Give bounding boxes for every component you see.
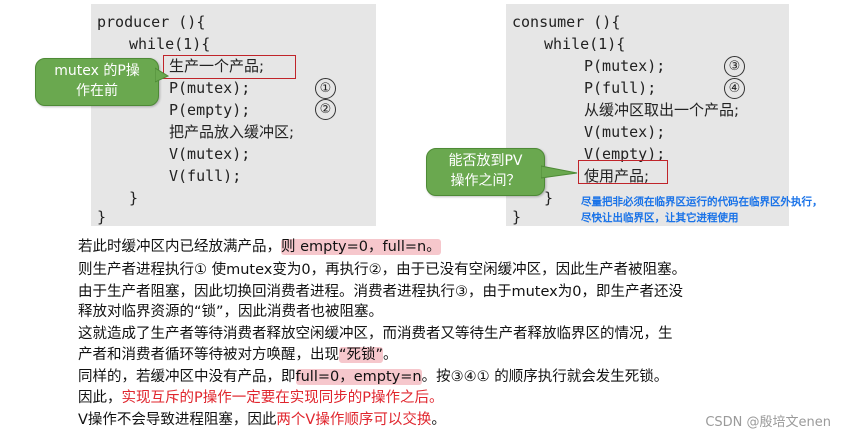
blue-note: 尽量把非必须在临界区运行的代码在临界区外执行， 尽快让出临界区，让其它进程使用 (581, 194, 823, 226)
callout-pointer (155, 67, 169, 83)
paragraph-line: 释放对临界资源的“锁”，因此消费者也被阻塞。 (78, 304, 384, 320)
paragraph-line: 同样的，若缓冲区中没有产品，即full=0，empty=n。按③④① 的顺序执行… (78, 369, 669, 385)
paragraph-line: 产者和消费者循环等待被对方唤醒，出现“死锁”。 (78, 347, 398, 363)
code-line: V(full); (169, 167, 242, 185)
highlight-box (163, 55, 296, 79)
producer-code-box: producer (){ while(1){ 生产一个产品; P(mutex);… (91, 4, 376, 226)
callout-line: mutex 的P操 (54, 63, 140, 79)
paragraph-line: V操作不会导致进程阻塞，因此两个V操作顺序可以交换。 (78, 412, 446, 428)
callout-line: 作在前 (76, 83, 118, 99)
paragraph-line: 若此时缓冲区内已经放满产品，则 empty=0，full=n。 (78, 239, 441, 255)
note-line: 尽量把非必须在临界区运行的代码在临界区外执行， (581, 196, 823, 208)
paragraph-line: 由于生产者阻塞，因此切换回消费者进程。消费者进程执行③，由于mutex为0，即生… (78, 284, 683, 300)
step-marker: ② (315, 99, 336, 120)
code-line: 生产一个产品; (169, 57, 265, 75)
code-line: 把产品放入缓冲区; (169, 123, 295, 141)
code-line: producer (){ (97, 13, 206, 31)
code-line: 从缓冲区取出一个产品; (584, 101, 740, 119)
red-conclusion: 两个V操作顺序可以交换 (276, 412, 432, 428)
code-line: consumer (){ (512, 13, 621, 31)
watermark: CSDN @殷培文enen (705, 415, 831, 430)
pv-question-callout: 能否放到PV 操作之间？ (426, 148, 545, 196)
deadlock-highlight: “死锁” (339, 347, 384, 363)
paragraph-line: 这就造成了生产者等待消费者释放空闲缓冲区，而消费者又等待生产者释放临界区的情况，… (78, 326, 673, 342)
consumer-code-box: consumer (){ while(1){ P(mutex); P(full)… (506, 4, 789, 226)
code-line: } (129, 189, 139, 207)
code-line: P(empty); (169, 101, 251, 119)
paragraph-line: 则生产者进程执行① 使mutex变为0，再执行②，由于已没有空闲缓冲区，因此生产… (78, 262, 687, 278)
code-line: V(empty); (584, 145, 666, 163)
red-conclusion: 实现互斥的P操作一定要在实现同步的P操作之后。 (121, 390, 444, 406)
step-marker: ① (315, 78, 336, 99)
code-line: P(mutex); (584, 57, 666, 75)
code-line: P(full); (584, 79, 657, 97)
code-line: V(mutex); (584, 123, 666, 141)
step-marker: ④ (724, 78, 745, 99)
callout-line: 操作之间？ (450, 173, 521, 189)
paragraph-line: 因此，实现互斥的P操作一定要在实现同步的P操作之后。 (78, 390, 444, 406)
callout-line: 能否放到PV (448, 153, 523, 169)
code-line: 使用产品; (584, 167, 650, 185)
code-line: P(mutex); (169, 79, 251, 97)
note-line: 尽快让出临界区，让其它进程使用 (581, 212, 739, 224)
highlight-box (578, 160, 668, 184)
code-line: } (97, 208, 107, 226)
code-line: } (512, 208, 522, 226)
highlight-condition: full=0，empty=n (295, 369, 422, 385)
code-line: while(1){ (544, 35, 626, 53)
code-line: while(1){ (129, 35, 211, 53)
highlight-condition: 则 empty=0，full=n。 (281, 239, 441, 255)
code-line: V(mutex); (169, 145, 251, 163)
step-marker: ③ (724, 56, 745, 77)
mutex-callout: mutex 的P操 作在前 (35, 58, 159, 106)
code-line: } (544, 189, 554, 207)
callout-pointer (541, 165, 578, 179)
